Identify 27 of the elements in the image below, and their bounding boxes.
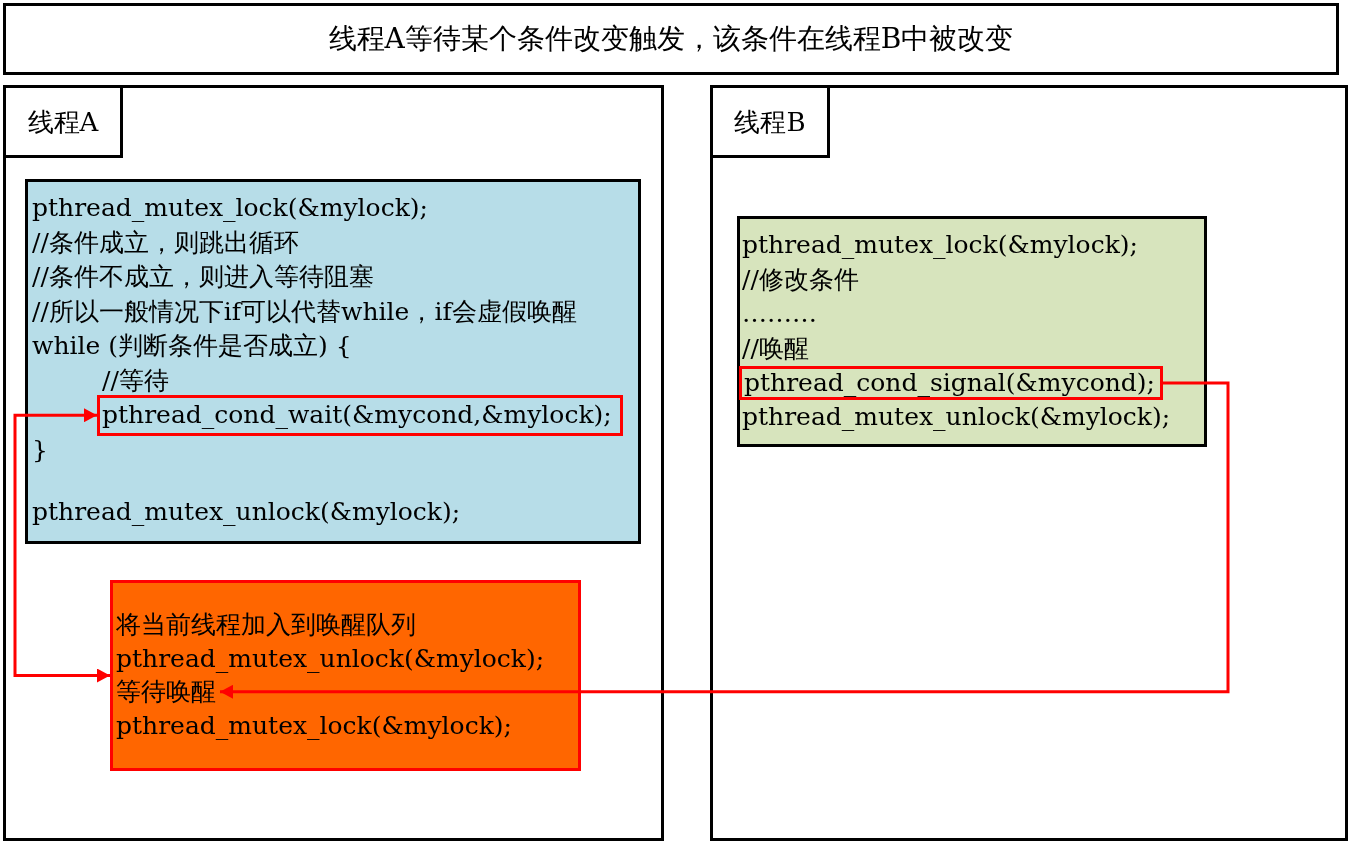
arrow: [220, 381, 1230, 699]
code-block: [25, 179, 641, 544]
code-line: //条件不成立，则进入等待阻塞: [32, 261, 374, 293]
code-line: //所以一般情况下if可以代替while，if会虚假唤醒: [32, 295, 577, 328]
double-arrow: [13, 408, 110, 683]
panel-tab: 线程B: [710, 85, 830, 158]
title-banner: 线程A等待某个条件改变触发，该条件在线程B中被改变: [3, 3, 1339, 75]
thread-panel: [710, 85, 1348, 841]
thread-panel: [3, 85, 664, 841]
code-block: [737, 216, 1207, 447]
code-line: pthread_mutex_lock(&mylock);: [742, 229, 1138, 261]
code-line: pthread_mutex_unlock(&mylock);: [32, 496, 461, 528]
code-line: pthread_mutex_unlock(&mylock);: [742, 401, 1171, 433]
code-line: //修改条件: [742, 263, 859, 296]
code-line: 将当前线程加入到唤醒队列: [116, 609, 416, 641]
code-line: pthread_mutex_unlock(&mylock);: [116, 642, 545, 675]
process-box: [110, 580, 581, 771]
code-line: while (判断条件是否成立) {: [32, 330, 352, 362]
code-line: //唤醒: [742, 332, 809, 365]
code-line: ………: [742, 298, 817, 330]
step-text: 等待唤醒: [116, 675, 216, 709]
code-line: //等待: [102, 364, 169, 397]
code-line: }: [32, 433, 48, 466]
code-line: //条件成立，则跳出循环: [32, 226, 299, 259]
code-line: pthread_mutex_lock(&mylock);: [116, 709, 512, 742]
panel-tab: 线程A: [3, 85, 123, 158]
code-line: pthread_mutex_lock(&mylock);: [32, 192, 428, 224]
